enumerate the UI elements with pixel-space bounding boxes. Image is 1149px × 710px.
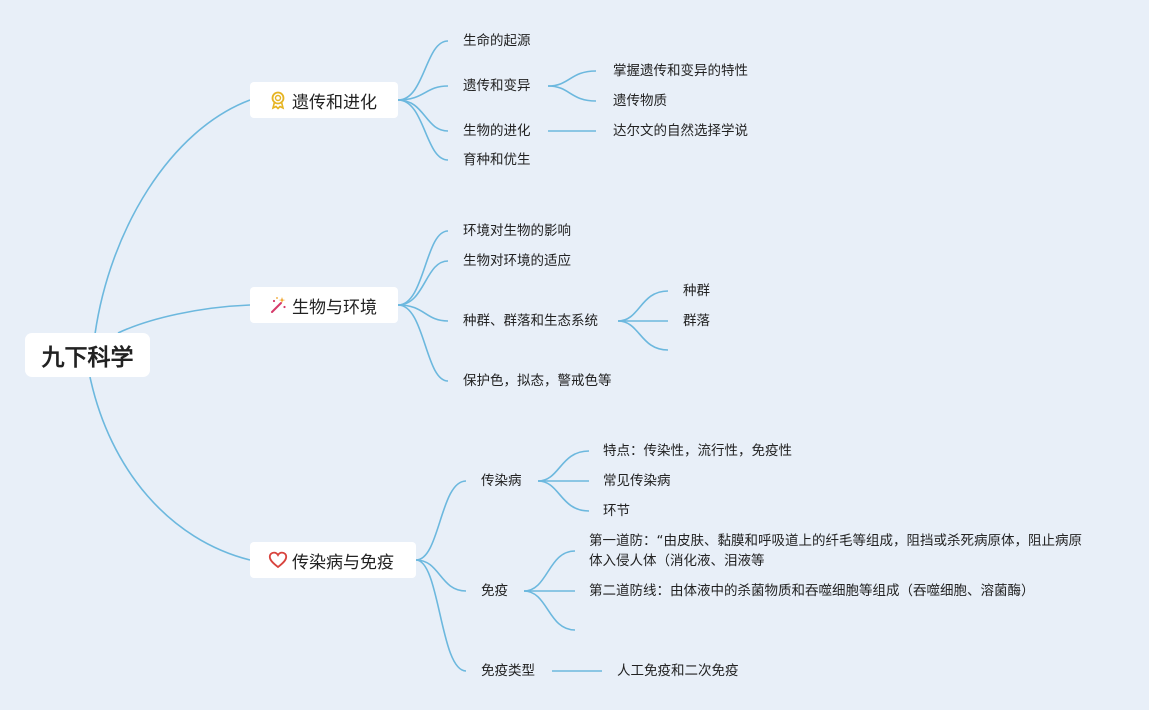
branch-disease-immunity[interactable]: 传染病与免疫 (250, 542, 416, 578)
topic-breeding[interactable]: 育种和优生 (463, 152, 531, 168)
topic-evolution[interactable]: 生物的进化 (463, 123, 531, 139)
topic-infectious-disease[interactable]: 传染病 (481, 473, 522, 489)
branch-organism-environment[interactable]: 生物与环境 (250, 287, 398, 323)
award-icon (268, 90, 288, 110)
subtopic-first-defense[interactable]: 第一道防：“由皮肤、黏膜和呼吸道上的纤毛等组成，阻挡或杀死病原体，阻止病原体入侵… (589, 533, 1082, 569)
subtopic-population[interactable]: 种群 (683, 283, 710, 299)
subtopic-heredity-traits[interactable]: 掌握遗传和变异的特性 (613, 63, 748, 79)
topic-immunity-types[interactable]: 免疫类型 (481, 663, 535, 679)
subtopic-darwin-selection[interactable]: 达尔文的自然选择学说 (613, 123, 748, 139)
root-topic[interactable]: 九下科学 (25, 333, 150, 377)
subtopic-links[interactable]: 环节 (603, 503, 630, 519)
topic-adaptation[interactable]: 生物对环境的适应 (463, 253, 571, 269)
subtopic-community[interactable]: 群落 (683, 313, 710, 329)
subtopic-genetic-material[interactable]: 遗传物质 (613, 93, 667, 109)
branch-heredity-evolution[interactable]: 遗传和进化 (250, 82, 398, 118)
edge-root-branch3 (89, 376, 251, 561)
subtopic-artificial-immunity[interactable]: 人工免疫和二次免疫 (617, 663, 739, 679)
topic-environment-effects[interactable]: 环境对生物的影响 (463, 223, 571, 239)
heart-icon (268, 550, 288, 570)
topic-origin-of-life[interactable]: 生命的起源 (463, 33, 531, 49)
branch-title: 遗传和进化 (292, 92, 377, 113)
subtopic-disease-features[interactable]: 特点：传染性，流行性，免疫性 (603, 443, 792, 459)
subtopic-second-defense[interactable]: 第二道防线：由体液中的杀菌物质和吞噬细胞等组成（吞噬细胞、溶菌酶） (589, 583, 1035, 599)
topic-camouflage[interactable]: 保护色，拟态，警戒色等 (463, 373, 612, 389)
magic-wand-icon (268, 295, 288, 315)
edge-root-branch1 (94, 99, 251, 335)
topic-heredity-variation[interactable]: 遗传和变异 (463, 78, 531, 94)
topic-population-ecosystem[interactable]: 种群、群落和生态系统 (463, 313, 598, 329)
edge-root-branch2 (117, 304, 251, 334)
branch-title: 传染病与免疫 (292, 552, 394, 573)
topic-immunity[interactable]: 免疫 (481, 583, 508, 599)
branch-title: 生物与环境 (292, 297, 377, 318)
subtopic-common-diseases[interactable]: 常见传染病 (603, 473, 671, 489)
